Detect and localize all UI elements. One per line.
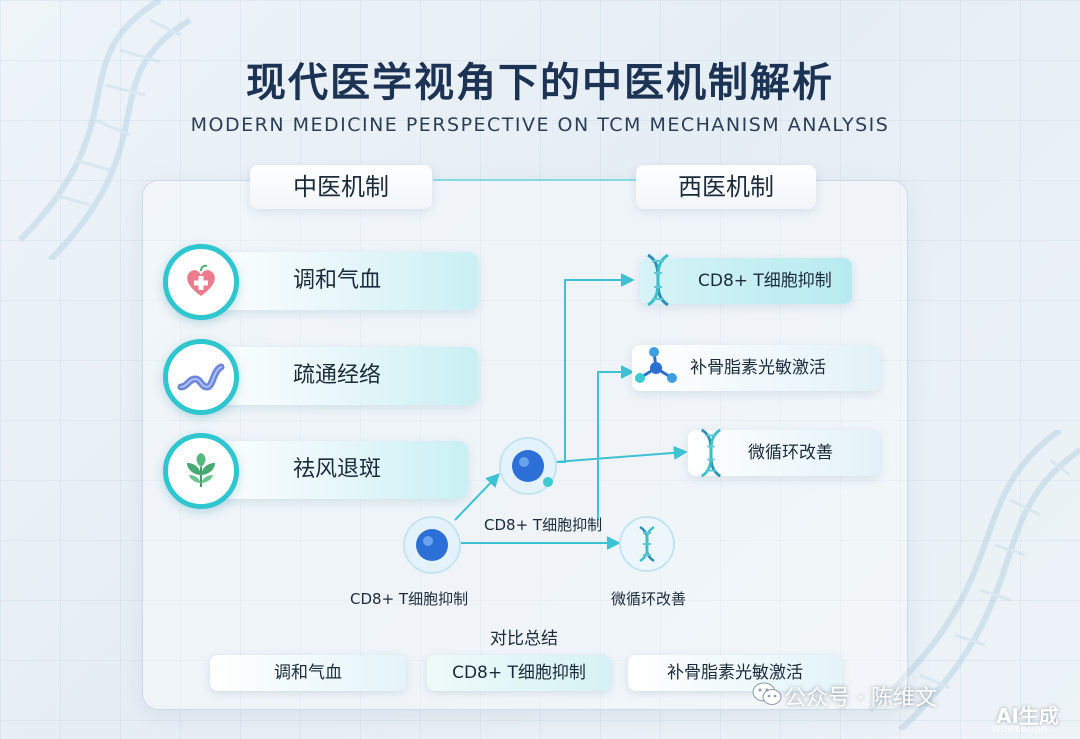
tcm-item-meridian: 疏通经络: [163, 339, 478, 415]
cell-node-b: [499, 437, 557, 495]
western-item-psoralen: 补骨脂素光敏激活: [632, 345, 880, 391]
page-title: 现代医学视角下的中医机制解析: [246, 60, 834, 106]
summary-item: 补骨脂素光敏激活: [628, 655, 842, 691]
dna-helix-decoration-top-left: [17, 0, 192, 260]
dna-icon: [700, 428, 722, 478]
western-item-label: 微循环改善: [748, 443, 833, 463]
account-watermark: 公众号 · 陈维文: [784, 686, 937, 711]
cell-node-c: [619, 516, 675, 572]
western-item-cd8: CD8+ T细胞抑制: [640, 258, 852, 304]
western-item-microcirculation: 微循环改善: [688, 430, 880, 476]
herb-leaf-icon: [163, 433, 239, 509]
western-item-label: 补骨脂素光敏激活: [690, 358, 826, 378]
ai-generated-badge: AI生成: [996, 704, 1059, 728]
summary-item: 调和气血: [210, 655, 406, 691]
meridian-wave-icon: [163, 339, 239, 415]
heart-plus-icon: [163, 244, 239, 320]
cell-node-c-label: 微循环改善: [611, 590, 687, 608]
summary-title: 对比总结: [490, 629, 558, 649]
western-item-label: CD8+ T细胞抑制: [698, 271, 832, 291]
summary-item: CD8+ T细胞抑制: [427, 655, 611, 691]
dna-helix-decoration-bottom-right: [868, 430, 1080, 730]
wechat-icon: [752, 682, 782, 705]
right-column-header: 西医机制: [636, 165, 816, 209]
brand-subtext: WORKBUDD..: [992, 725, 1056, 734]
tcm-item-bar: [193, 252, 478, 310]
left-column-header: 中医机制: [250, 165, 432, 209]
tcm-item-label: 祛风退斑: [293, 457, 382, 482]
tcm-item-label: 调和气血: [293, 268, 382, 293]
tcm-item-wind-spot: 祛风退斑: [163, 433, 468, 509]
molecule-icon: [635, 347, 677, 383]
cell-node-a: [403, 516, 461, 574]
dna-icon: [647, 253, 669, 307]
cell-node-b-label: CD8+ T细胞抑制: [484, 516, 603, 534]
tcm-item-label: 疏通经络: [293, 363, 382, 388]
page-subtitle: MODERN MEDICINE PERSPECTIVE ON TCM MECHA…: [190, 114, 890, 136]
cell-node-a-label: CD8+ T细胞抑制: [350, 590, 469, 608]
tcm-item-blood-qi: 调和气血: [163, 244, 478, 320]
tcm-item-bar: [193, 347, 478, 405]
